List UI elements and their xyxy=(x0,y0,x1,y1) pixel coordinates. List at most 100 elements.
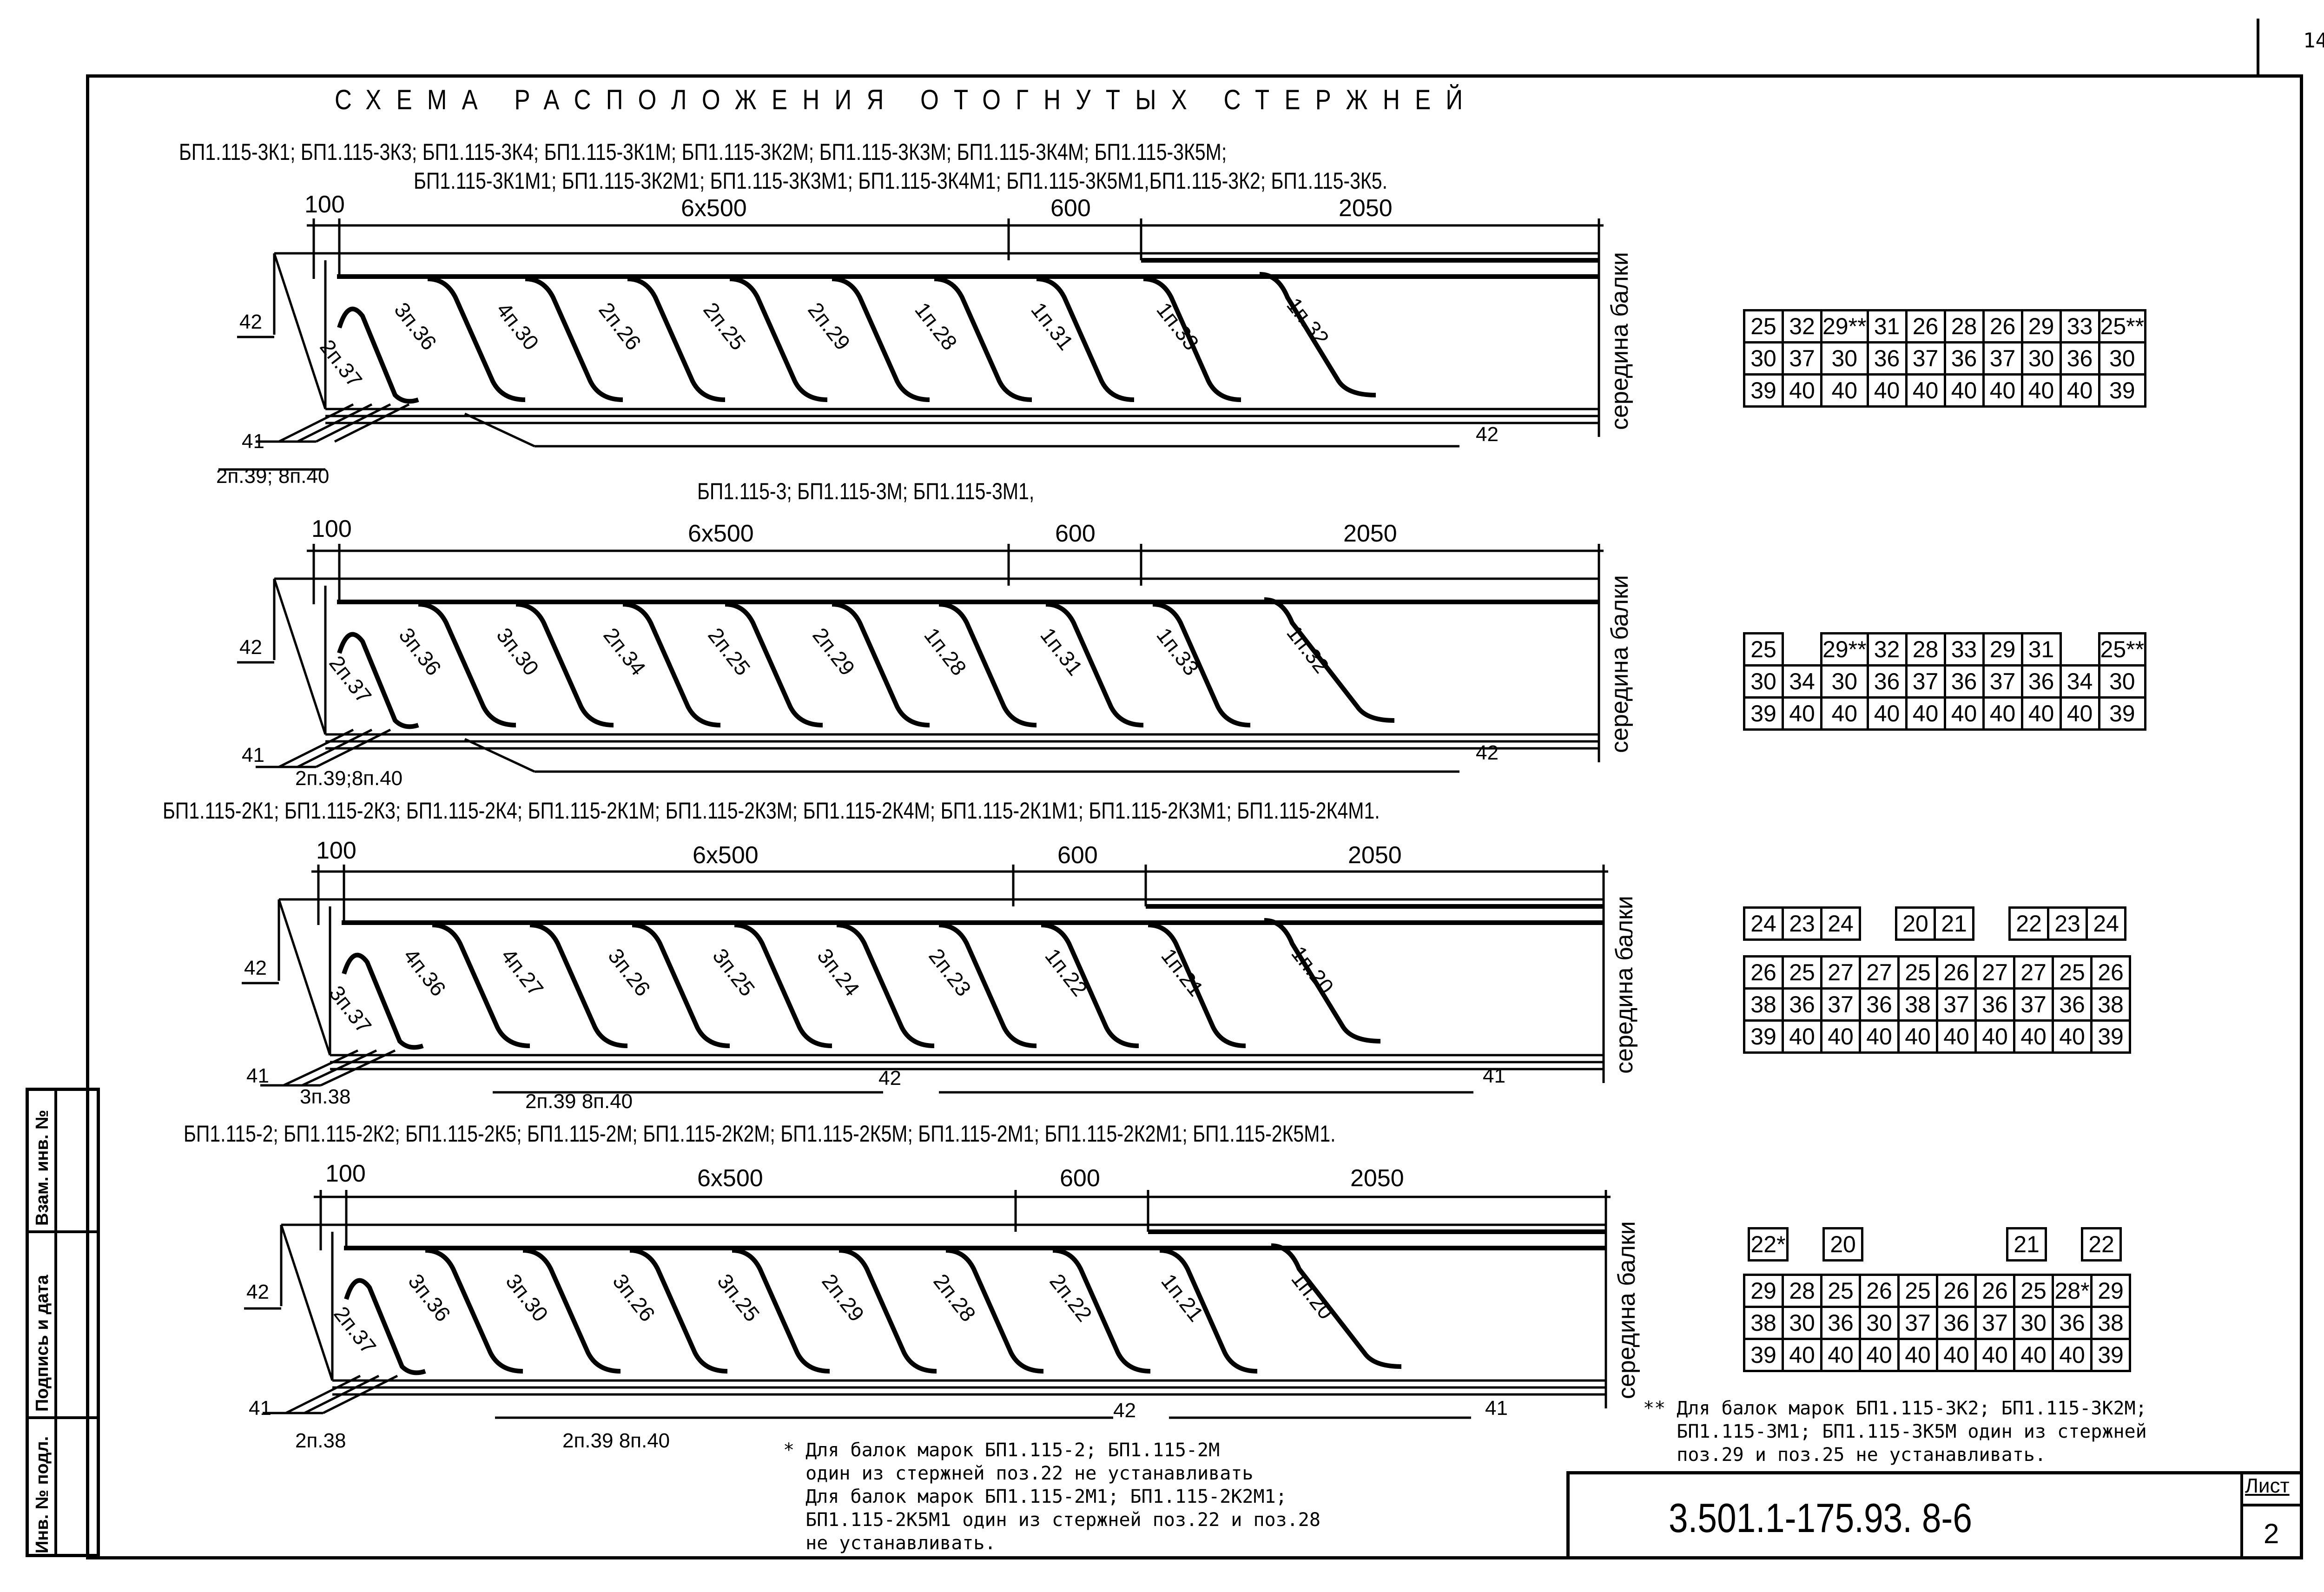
rod-label-39-40: 2п.39 8п.40 xyxy=(562,1429,670,1452)
table-cell: 37 xyxy=(1936,987,1977,1022)
table-cell: 40 xyxy=(1866,373,1908,408)
table-cell: 20 xyxy=(1895,906,1936,941)
sheet-number: 2 xyxy=(2264,1518,2279,1549)
page-number-divider xyxy=(2257,19,2259,74)
table-cell: 40 xyxy=(2059,696,2100,731)
mark-42-left: 42 xyxy=(244,957,267,979)
table-cell: 29** xyxy=(1820,309,1869,344)
table-cell: 30 xyxy=(2098,664,2147,699)
table-cell: 26 xyxy=(1982,309,2023,344)
table-cell: 29 xyxy=(2020,309,2062,344)
table-cell: 25 xyxy=(2052,955,2093,990)
table-cell: 40 xyxy=(1782,373,1822,408)
sheet-cell xyxy=(2240,1471,2303,1559)
dim-600: 600 xyxy=(1050,195,1091,222)
table-cell: 37 xyxy=(1897,1306,1938,1340)
table-cell: 40 xyxy=(2020,373,2062,408)
table-cell: 34 xyxy=(2059,664,2100,699)
table-cell: 22 xyxy=(2081,1227,2122,1262)
footnote-single-star: * Для балок марок БП1.115-2; БП1.115-2М … xyxy=(783,1440,1320,1554)
table-cell: 25 xyxy=(1743,309,1784,344)
beam-drawing-3 xyxy=(242,865,1608,1094)
stamp-label-replacement-inv: Взам. инв. № xyxy=(33,1110,52,1226)
table-cell: 39 xyxy=(1743,373,1784,408)
table-cell: 37 xyxy=(1782,341,1822,376)
beam-drawing-2 xyxy=(237,544,1604,773)
mark-41-bottom-left: 41 xyxy=(242,430,264,453)
table-cell: 20 xyxy=(1822,1227,1863,1262)
table-cell: 26 xyxy=(1859,1274,1900,1308)
table-cell: 40 xyxy=(1782,696,1822,731)
table-cell: 24 xyxy=(2086,906,2126,941)
table-cell: 36 xyxy=(2052,987,2093,1022)
dim-6x500: 6x500 xyxy=(681,195,747,222)
footnote-double-star: ** Для балок марок БП1.115-3К2; БП1.115-… xyxy=(1643,1398,2147,1466)
table-cell: 30 xyxy=(2020,341,2062,376)
page-number: 14 xyxy=(2303,29,2324,53)
mark-42-bottom-mid: 42 xyxy=(1113,1399,1136,1422)
table-cell: 39 xyxy=(1743,1019,1784,1054)
stamp-label-signature-date: Подпись и дата xyxy=(33,1275,52,1412)
table-cell: 39 xyxy=(1743,696,1784,731)
table-cell: 26 xyxy=(1905,309,1946,344)
table-cell: 40 xyxy=(1897,1019,1938,1054)
table-cell: 28 xyxy=(1943,309,1985,344)
dim-100: 100 xyxy=(311,515,352,542)
table-cell: 39 xyxy=(2098,373,2147,408)
table-cell: 26 xyxy=(1974,1274,2015,1308)
beam-middle-label: середина балки xyxy=(1613,1221,1640,1399)
mark-42-bottom-mid: 42 xyxy=(878,1067,901,1090)
table-cell: 37 xyxy=(2013,987,2054,1022)
table-cell: 30 xyxy=(1859,1306,1900,1340)
table-cell: 40 xyxy=(1820,1019,1861,1054)
table-cell: 37 xyxy=(1982,664,2023,699)
table-cell: 30 xyxy=(1743,341,1784,376)
table-cell: 27 xyxy=(1859,955,1900,990)
mark-42-bottom-right: 42 xyxy=(1476,741,1499,764)
table-cell: 37 xyxy=(1905,341,1946,376)
table-cell: 22 xyxy=(2008,906,2049,941)
table-cell: 40 xyxy=(1820,373,1869,408)
sheet-label: Лист xyxy=(2245,1474,2290,1497)
table-cell: 38 xyxy=(1743,987,1784,1022)
dim-2050: 2050 xyxy=(1348,842,1402,869)
table-cell: 40 xyxy=(2020,696,2062,731)
section-1-marks-line-2: БП1.115-3К1М1; БП1.115-3К2М1; БП1.115-3К… xyxy=(414,168,1387,194)
table-cell: 28 xyxy=(1905,632,1946,667)
table-cell: 40 xyxy=(1859,1338,1900,1372)
table-cell: 25 xyxy=(1820,1274,1861,1308)
table-cell: 40 xyxy=(1943,373,1985,408)
table-cell: 36 xyxy=(1820,1306,1861,1340)
table-cell: 30 xyxy=(1782,1306,1822,1340)
table-cell: 25 xyxy=(1897,1274,1938,1308)
table-cell: 40 xyxy=(1936,1019,1977,1054)
table-cell: 40 xyxy=(1974,1019,2015,1054)
dim-100: 100 xyxy=(325,1160,366,1187)
dim-6x500: 6x500 xyxy=(697,1165,763,1192)
table-cell: 40 xyxy=(1782,1338,1822,1372)
table-cell: 39 xyxy=(1743,1338,1784,1372)
table-cell: 32 xyxy=(1782,309,1822,344)
table-cell: 25 xyxy=(1743,632,1784,667)
table-cell: 37 xyxy=(1905,664,1946,699)
mark-41-bottom-left: 41 xyxy=(249,1397,271,1420)
drawing-title: СХЕМА РАСПОЛОЖЕНИЯ ОТОГНУТЫХ СТЕРЖНЕЙ xyxy=(335,84,1478,115)
mark-42-bottom-right: 42 xyxy=(1476,423,1499,446)
dim-100: 100 xyxy=(316,837,357,864)
dim-6x500: 6x500 xyxy=(693,842,759,869)
beam-drawing-1 xyxy=(218,218,1604,471)
table-cell: 29 xyxy=(1982,632,2023,667)
dim-600: 600 xyxy=(1055,520,1096,547)
table-cell: 37 xyxy=(1974,1306,2015,1340)
mark-41-bottom-left: 41 xyxy=(242,744,264,766)
table-cell: 33 xyxy=(1943,632,1985,667)
table-cell: 28* xyxy=(2052,1274,2093,1308)
dim-6x500: 6x500 xyxy=(688,520,754,547)
